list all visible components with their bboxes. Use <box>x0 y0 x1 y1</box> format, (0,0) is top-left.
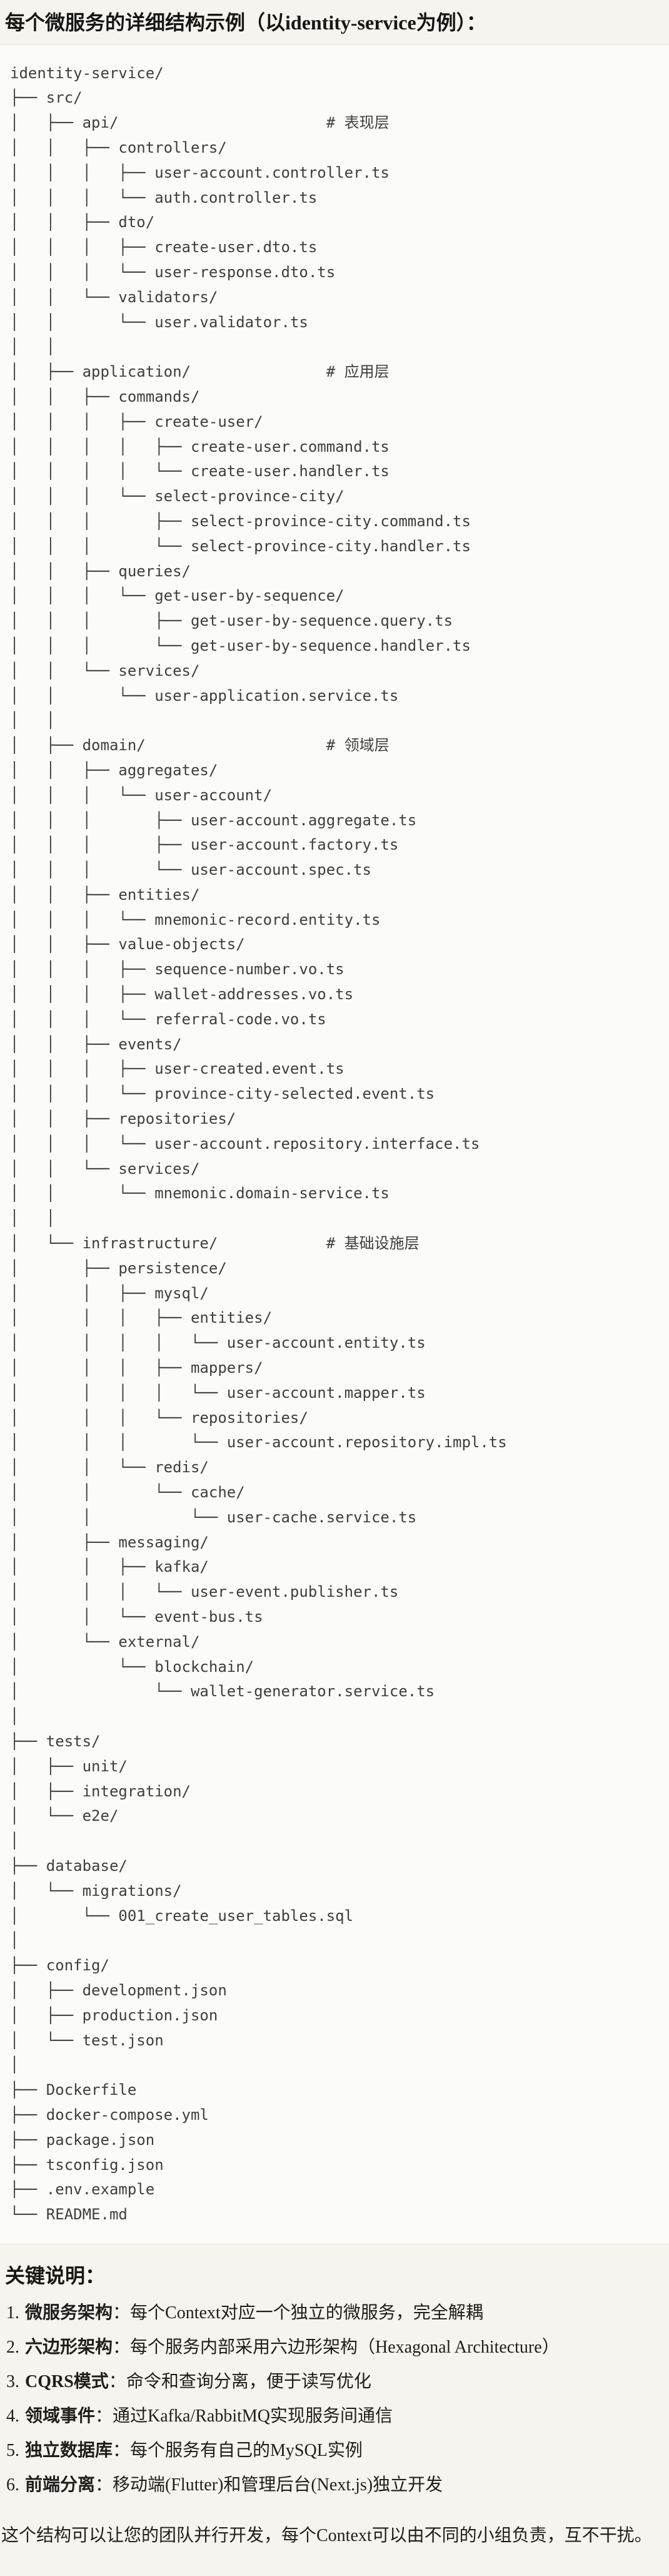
note-item: 5. 独立数据库：每个服务有自己的MySQL实例 <box>6 2440 669 2461</box>
note-number: 3. <box>6 2371 19 2391</box>
note-number: 4. <box>6 2406 19 2426</box>
file-tree: identity-service/ ├── src/ │ ├── api/ # … <box>10 64 507 2224</box>
note-label: 独立数据库 <box>25 2440 113 2460</box>
page-title: 每个微服务的详细结构示例（以identity-service为例）： <box>5 11 486 34</box>
note-separator: ： <box>95 2475 113 2495</box>
note-text: 命令和查询分离，便于读写优化 <box>126 2371 371 2391</box>
note-item: 2. 六边形架构：每个服务内部采用六边形架构（Hexagonal Architec… <box>6 2337 669 2358</box>
note-item: 3. CQRS模式：命令和查询分离，便于读写优化 <box>6 2371 669 2393</box>
note-text: 每个服务内部采用六边形架构（Hexagonal Architecture） <box>130 2337 560 2357</box>
note-text: 每个服务有自己的MySQL实例 <box>130 2440 363 2460</box>
note-label: 前端分离 <box>25 2475 96 2495</box>
note-number: 1. <box>6 2303 19 2323</box>
code-block: identity-service/ ├── src/ │ ├── api/ # … <box>0 44 669 2244</box>
note-label: 六边形架构 <box>25 2337 113 2357</box>
notes-heading: 关键说明： <box>5 2264 106 2287</box>
note-number: 6. <box>6 2475 19 2495</box>
note-label: CQRS模式 <box>25 2371 109 2391</box>
note-separator: ： <box>113 2440 131 2460</box>
note-text: 移动端(Flutter)和管理后台(Next.js)独立开发 <box>113 2475 443 2495</box>
note-number: 5. <box>6 2440 19 2460</box>
note-number: 2. <box>6 2337 19 2357</box>
note-text: 通过Kafka/RabbitMQ实现服务间通信 <box>113 2406 393 2426</box>
note-item: 4. 领域事件：通过Kafka/RabbitMQ实现服务间通信 <box>6 2406 669 2427</box>
note-text: 每个Context对应一个独立的微服务，完全解耦 <box>130 2303 483 2323</box>
note-separator: ： <box>108 2371 126 2391</box>
note-separator: ： <box>113 2337 131 2357</box>
note-item: 6. 前端分离：移动端(Flutter)和管理后台(Next.js)独立开发 <box>6 2475 669 2496</box>
note-separator: ： <box>95 2406 113 2426</box>
note-label: 领域事件 <box>25 2406 96 2426</box>
note-item: 1. 微服务架构：每个Context对应一个独立的微服务，完全解耦 <box>6 2303 669 2324</box>
note-label: 微服务架构 <box>25 2303 113 2323</box>
note-separator: ： <box>113 2303 131 2323</box>
closing-paragraph: 这个结构可以让您的团队并行开发，每个Context可以由不同的小组负责，互不干扰… <box>1 2525 652 2545</box>
